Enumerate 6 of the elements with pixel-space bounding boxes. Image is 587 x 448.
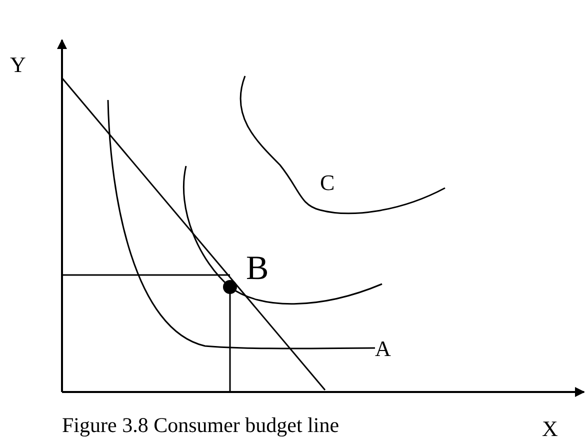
axis-label: C <box>320 172 335 194</box>
axis-label: Y <box>10 54 26 76</box>
axis-label: A <box>375 338 391 360</box>
axis-label: B <box>246 252 269 286</box>
figure-caption: Figure 3.8 Consumer budget line <box>62 415 340 436</box>
axis-label: X <box>542 418 558 440</box>
